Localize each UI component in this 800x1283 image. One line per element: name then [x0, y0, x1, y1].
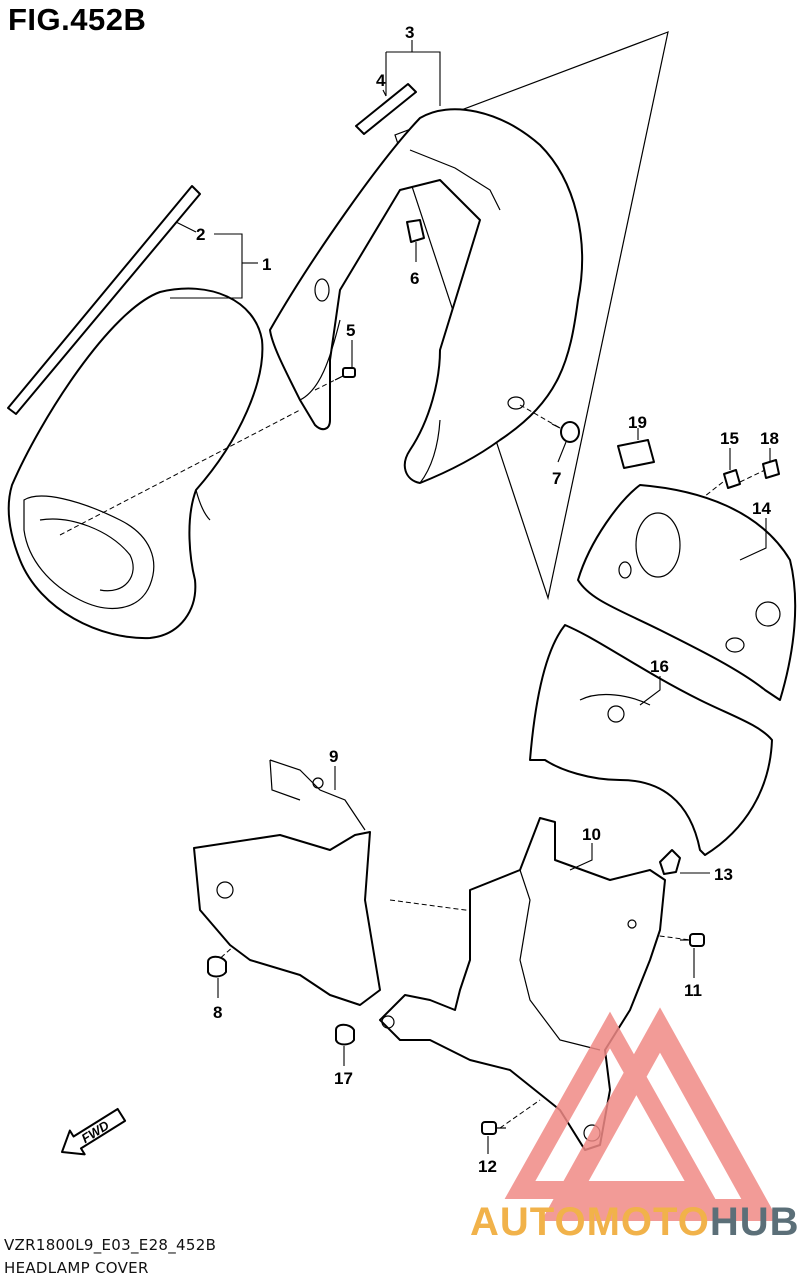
part-8-grommet: [207, 955, 227, 978]
watermark-logo-icon: [504, 1007, 779, 1221]
callout-2: 2: [196, 225, 205, 244]
part-14-inner-panel: [577, 484, 797, 701]
part-11-bolt: [680, 933, 705, 947]
part-19-cushion: [617, 439, 655, 469]
callout-4: 4: [376, 71, 386, 90]
watermark-text-part1: AUTOMOTO: [470, 1200, 710, 1244]
part-4-trim-strip: [355, 83, 417, 135]
part-13-bolt: [659, 849, 681, 875]
figure-title: FIG.452B: [8, 2, 147, 37]
callout-5: 5: [346, 321, 355, 340]
callout-14: 14: [752, 499, 771, 518]
part-17-grommet: [335, 1023, 355, 1046]
fwd-arrow-icon: FWD: [61, 1107, 127, 1156]
callout-15: 15: [720, 429, 739, 448]
footer-name: HEADLAMP COVER: [4, 1259, 149, 1277]
dash-line-18: [739, 469, 766, 483]
watermark-text-part2: HUB: [709, 1200, 800, 1244]
watermark-text: AUTOMOTOHUB: [470, 1200, 800, 1245]
callout-9: 9: [329, 747, 338, 766]
part-18-nut: [762, 459, 780, 479]
callout-1: 1: [262, 255, 271, 274]
callout-18: 18: [760, 429, 779, 448]
callout-13: 13: [714, 865, 733, 884]
part-16-lower-panel: [529, 624, 773, 856]
callout-16: 16: [650, 657, 669, 676]
part-7-screw: [551, 421, 580, 443]
callout-7: 7: [552, 469, 561, 488]
callout-17: 17: [334, 1069, 353, 1088]
dash-line-15: [699, 477, 729, 501]
part-2-trim-strip: [7, 185, 201, 415]
callout-19: 19: [628, 413, 647, 432]
part-15-grommet: [723, 469, 741, 489]
part-1-outer-cover: [7, 287, 264, 640]
callout-8: 8: [213, 1003, 222, 1022]
callout-3: 3: [405, 23, 414, 42]
footer-code: VZR1800L9_E03_E28_452B: [4, 1236, 217, 1254]
part-3-housing: [269, 108, 584, 484]
part-5-screw: [334, 367, 356, 381]
part-9-bracket: [193, 759, 381, 1006]
leader-lines: [170, 40, 771, 1154]
callout-10: 10: [582, 825, 601, 844]
callout-12: 12: [478, 1157, 497, 1176]
callout-11: 11: [684, 981, 702, 1000]
part-6-clip: [406, 219, 425, 243]
dash-line-1: [59, 409, 301, 536]
callout-6: 6: [410, 269, 419, 288]
dash-line-12: [499, 1099, 541, 1129]
part-12-bolt: [481, 1121, 506, 1135]
